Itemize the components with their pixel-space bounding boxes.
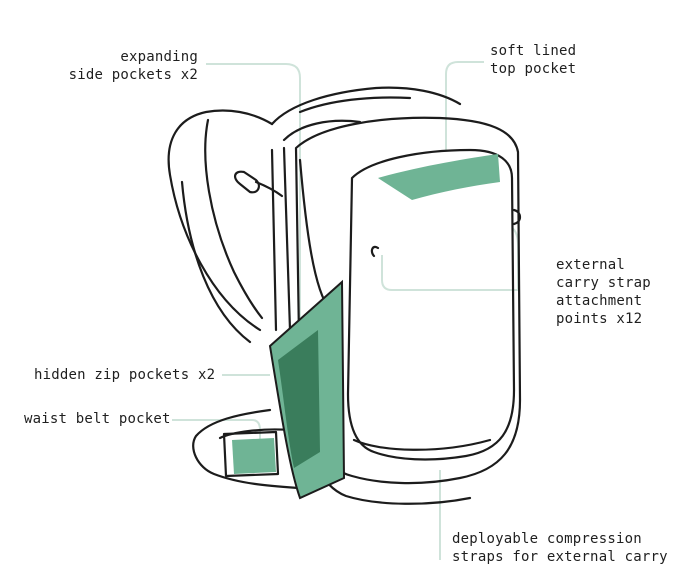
hidden-zip-pocket: [278, 330, 320, 468]
strap-edge: [204, 118, 264, 320]
bottom-seam: [352, 438, 492, 451]
front-panel-inner: [346, 148, 516, 461]
top-ridge: [282, 119, 362, 142]
zip-pull-cord: [254, 180, 284, 198]
leader-lines: [172, 61, 519, 560]
label-compression-straps: deployable compression straps for extern…: [452, 531, 668, 565]
leader-attachment: [381, 227, 519, 291]
attachment-loop-1: [370, 245, 380, 258]
top-pocket-highlight: [378, 154, 500, 200]
waist-belt-pocket-fill: [232, 438, 276, 474]
leader-side-pockets: [206, 63, 301, 330]
leader-top-pocket: [445, 61, 484, 150]
shoulder-strap-inner: [180, 180, 252, 344]
waist-pocket-box: [222, 430, 280, 478]
attachment-loop-2: [512, 208, 522, 226]
waist-belt: [192, 408, 300, 490]
label-attachment-points: external carry strap attachment points x…: [556, 257, 651, 327]
accent-areas: [232, 154, 500, 500]
label-top-pocket: soft lined top pocket: [490, 43, 577, 77]
side-gusset-1: [270, 148, 278, 332]
label-side-pockets: expanding side pockets x2: [68, 49, 198, 83]
side-gusset-3: [298, 158, 332, 312]
shoulder-strap-outer: [167, 109, 274, 332]
side-gusset-2: [282, 146, 292, 332]
top-edge: [298, 96, 412, 114]
zip-pull: [234, 170, 260, 194]
label-hidden-zip: hidden zip pockets x2: [34, 367, 216, 383]
label-waist-belt: waist belt pocket: [24, 411, 171, 427]
top-handle: [270, 86, 462, 126]
